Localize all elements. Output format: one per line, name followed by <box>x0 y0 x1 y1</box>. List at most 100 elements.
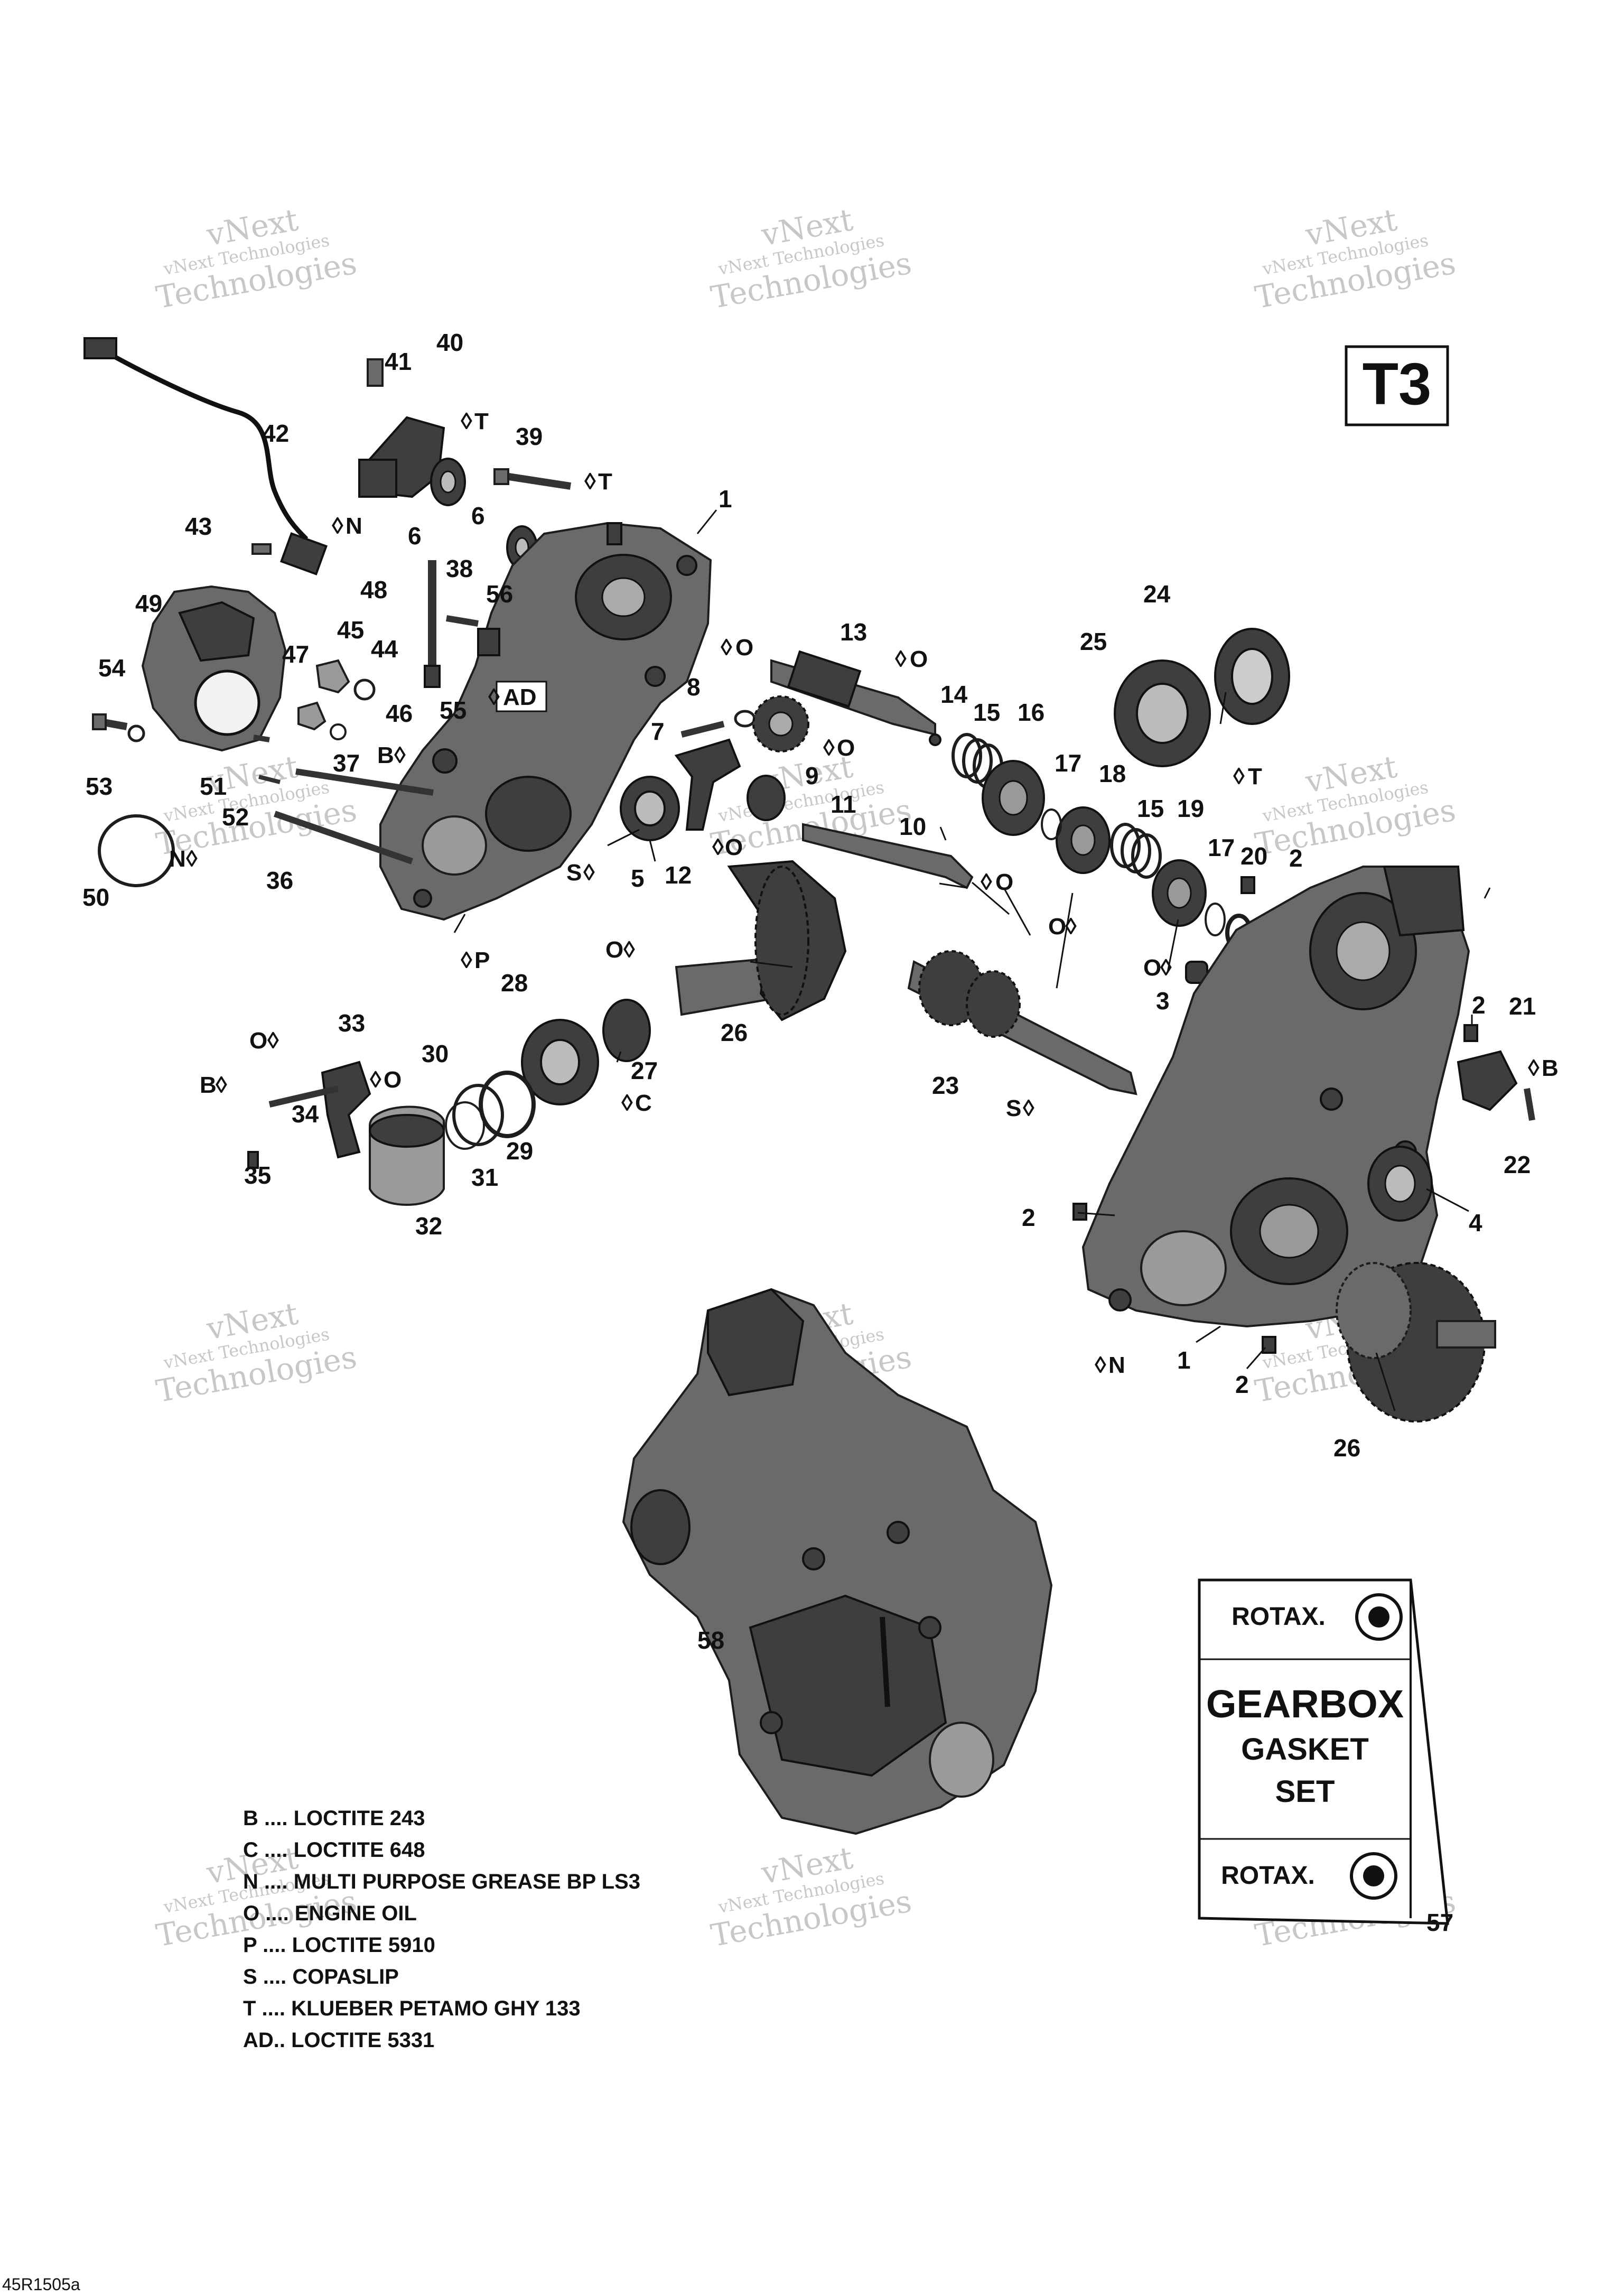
svg-text:◊: ◊ <box>1233 764 1245 789</box>
svg-text:◊: ◊ <box>267 1028 279 1054</box>
svg-text:C: C <box>635 1090 652 1116</box>
droplet-marker: ◊O <box>895 646 928 672</box>
svg-text:◊: ◊ <box>461 408 472 434</box>
watermark: vNext vNext Technologies Technologies <box>153 748 359 862</box>
svg-text:AD: AD <box>503 684 537 710</box>
callout-15: 15 <box>973 699 1000 726</box>
callout-10: 10 <box>899 813 926 840</box>
callout-25: 25 <box>1080 628 1107 655</box>
callout-12: 12 <box>665 861 692 889</box>
callout-15: 15 <box>1137 795 1164 822</box>
watermark: vNext vNext Technologies Technologies <box>708 1839 914 1954</box>
droplet-marker: O◊ <box>249 1028 279 1054</box>
droplet-marker: O <box>895 646 913 672</box>
callout-41: 41 <box>385 348 412 375</box>
watermark: vNext vNext Technologies Technologies <box>153 1295 359 1409</box>
lubricant-legend: B .... LOCTITE 243 C .... LOCTITE 648 N … <box>243 1807 640 2052</box>
callout-1: 1 <box>719 485 732 513</box>
callout-36: 36 <box>266 867 293 894</box>
svg-text:◊: ◊ <box>1160 955 1172 981</box>
svg-text:S: S <box>1006 1095 1021 1121</box>
callout-17: 17 <box>1055 749 1081 777</box>
kit-title-line3: SET <box>1275 1774 1335 1809</box>
left-crankcase <box>379 522 712 921</box>
bearing <box>620 776 680 841</box>
svg-text:N: N <box>346 513 362 539</box>
brp-logo-icon-center <box>1368 1606 1389 1628</box>
svg-text:O: O <box>725 834 743 860</box>
svg-text:◊: ◊ <box>1065 914 1077 940</box>
callout-11: 11 <box>831 791 856 818</box>
callout-6: 6 <box>471 502 485 529</box>
droplet-marker: S◊ <box>1006 1095 1034 1121</box>
watermark: vNext vNext Technologies Technologies <box>153 201 359 315</box>
svg-text:P: P <box>474 947 490 973</box>
brp-logo-icon-center <box>1363 1865 1384 1886</box>
callout-27: 27 <box>631 1057 658 1084</box>
svg-text:◊: ◊ <box>895 646 907 672</box>
callout-16: 16 <box>1018 699 1044 726</box>
droplet-marker: ◊B <box>1528 1055 1559 1081</box>
svg-text:◊: ◊ <box>823 735 835 761</box>
callout-57: 57 <box>1426 1909 1453 1936</box>
svg-text:◊: ◊ <box>621 1090 633 1116</box>
callout-46: 46 <box>386 700 413 727</box>
callout-13: 13 <box>840 618 867 646</box>
callout-35: 35 <box>244 1161 271 1189</box>
diagram-code-box: T3 <box>1345 345 1449 426</box>
svg-text:O: O <box>249 1028 267 1054</box>
droplet-marker: ◊O <box>370 1067 402 1093</box>
svg-text:T: T <box>1248 764 1262 789</box>
callout-22: 22 <box>1504 1151 1531 1178</box>
callout-1: 1 <box>1177 1346 1191 1374</box>
callout-31: 31 <box>471 1164 498 1191</box>
right-crankcase <box>1081 866 1470 1328</box>
callout-56: 56 <box>486 580 513 608</box>
callout-2: 2 <box>1289 844 1303 872</box>
svg-text:O: O <box>1048 914 1066 940</box>
leader-lines <box>453 509 1491 1411</box>
watermark: vNext vNext Technologies Technologies <box>708 201 914 315</box>
droplet-marker: ◊N <box>1095 1352 1125 1378</box>
callout-47: 47 <box>282 640 309 668</box>
legend-item-b: B .... LOCTITE 243 <box>243 1807 425 1830</box>
kit-title-line1: GEARBOX <box>1206 1682 1404 1726</box>
speed-sensor <box>358 358 445 498</box>
svg-text:O: O <box>1143 955 1161 981</box>
svg-text:O: O <box>995 869 1013 895</box>
droplet-marker: O <box>820 734 838 760</box>
callout-2: 2 <box>1022 1204 1036 1231</box>
callout-6: 6 <box>408 522 422 550</box>
callout-42: 42 <box>262 420 289 447</box>
droplet-marker: N◊ <box>169 846 198 872</box>
svg-text:B: B <box>200 1072 217 1098</box>
callout-5: 5 <box>631 865 645 892</box>
callout-2: 2 <box>1472 991 1486 1019</box>
legend-item-o: O .... ENGINE OIL <box>243 1902 417 1925</box>
callout-49: 49 <box>135 590 162 617</box>
callout-39: 39 <box>516 423 543 450</box>
callout-14: 14 <box>940 681 968 708</box>
callout-30: 30 <box>422 1040 449 1067</box>
output-shaft <box>907 950 1137 1095</box>
lubricant-markers: ◊T ◊T ◊N ◊AD B◊ ◊O ◊O ◊O O ◊O ◊O O◊ O◊ ◊… <box>169 408 1559 1378</box>
callout-38: 38 <box>446 555 473 582</box>
svg-text:N: N <box>169 846 186 872</box>
legend-item-n: N .... MULTI PURPOSE GREASE BP LS3 <box>243 1870 640 1893</box>
droplet-marker: O◊ <box>1048 914 1077 940</box>
svg-text:T: T <box>474 408 489 434</box>
svg-text:◊: ◊ <box>623 937 635 963</box>
legend-item-c: C .... LOCTITE 648 <box>243 1838 425 1862</box>
callout-21: 21 <box>1509 992 1536 1020</box>
gearbox-cover <box>141 585 287 752</box>
callout-18: 18 <box>1099 760 1126 787</box>
wire-harness <box>83 337 328 575</box>
droplet-marker: ◊O <box>823 735 855 761</box>
callout-19: 19 <box>1177 795 1204 822</box>
callout-37: 37 <box>333 749 360 777</box>
callout-53: 53 <box>86 773 113 800</box>
callout-28: 28 <box>501 969 528 997</box>
svg-text:O: O <box>384 1067 402 1093</box>
svg-text:B: B <box>1542 1055 1559 1081</box>
watermark: vNext vNext Technologies Technologies <box>1252 748 1458 862</box>
